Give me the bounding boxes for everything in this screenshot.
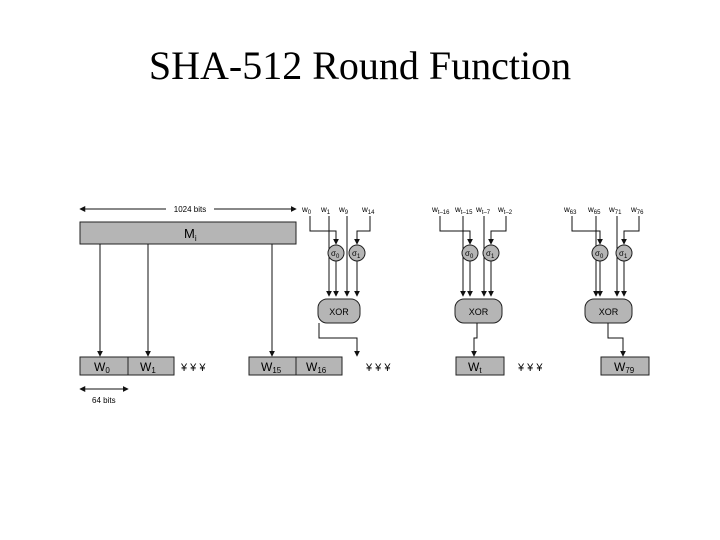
unit2-wire-in3 <box>488 216 507 245</box>
word-box-w1 <box>127 356 175 376</box>
unit1-xor-box <box>317 298 361 324</box>
unit2-input-label-0: wt–16 <box>431 205 450 216</box>
message-width-label: 1024 bits <box>174 205 206 214</box>
unit2-wire-out <box>471 323 478 357</box>
message-block-label: Mi <box>184 226 197 243</box>
unit3-input-label-3: w76 <box>630 205 644 216</box>
unit1-sigma0-label: σ0 <box>331 249 340 260</box>
word-width-label: 64 bits <box>92 396 116 405</box>
unit3-sigma0-label: σ0 <box>595 249 604 260</box>
word-label-w79: W79 <box>614 360 635 375</box>
unit2-sigma1-label: σ1 <box>486 249 495 260</box>
unit3-xor-label: XOR <box>599 307 619 317</box>
unit2-input-label-3: wt–2 <box>497 205 513 216</box>
unit3-wire-out <box>607 323 626 357</box>
unit3-input-label-0: w63 <box>563 205 577 216</box>
unit2-xor-label: XOR <box>469 307 489 317</box>
unit1-wire-in3 <box>354 216 371 245</box>
unit1-sigma1-label: σ1 <box>352 249 361 260</box>
word-label-w1: W1 <box>140 360 156 375</box>
unit1-input-label-2: w9 <box>338 205 349 216</box>
word-label-w15: W15 <box>261 360 282 375</box>
page-title: SHA-512 Round Function <box>148 43 572 88</box>
unit1-input-label-0: w0 <box>301 205 312 216</box>
unit2-input-label-1: wt–15 <box>454 205 473 216</box>
unit1-xor-label: XOR <box>329 307 349 317</box>
word-label-wt: Wt <box>468 360 482 375</box>
unit1-wire-in0 <box>309 216 339 245</box>
unit3-input-label-2: w71 <box>608 205 622 216</box>
unit1-input-label-1: w1 <box>320 205 331 216</box>
unit1-wire-out <box>318 323 360 357</box>
ellipsis-3: ¥ ¥ ¥ <box>517 362 543 374</box>
unit2-wire-in0 <box>439 216 473 245</box>
unit2-xor-box <box>454 298 503 324</box>
word-box-w16 <box>295 356 343 376</box>
unit1-input-label-3: w14 <box>361 205 375 216</box>
unit2-input-label-2: wt–7 <box>475 205 491 216</box>
ellipsis-2: ¥ ¥ ¥ <box>365 362 391 374</box>
unit2-sigma0-label: σ0 <box>465 249 474 260</box>
word-box-w79 <box>600 356 650 376</box>
unit3-input-label-1: w65 <box>587 205 601 216</box>
word-label-w16: W16 <box>306 360 327 375</box>
unit3-wire-in3 <box>621 216 640 245</box>
message-width-label-bg <box>166 203 214 215</box>
word-box-wt <box>455 356 505 376</box>
word-label-w0: W0 <box>94 360 110 375</box>
unit3-wire-in0 <box>571 216 603 245</box>
ellipsis-1: ¥ ¥ ¥ <box>180 362 206 374</box>
unit3-sigma1-label: σ1 <box>619 249 628 260</box>
message-block <box>79 221 297 245</box>
